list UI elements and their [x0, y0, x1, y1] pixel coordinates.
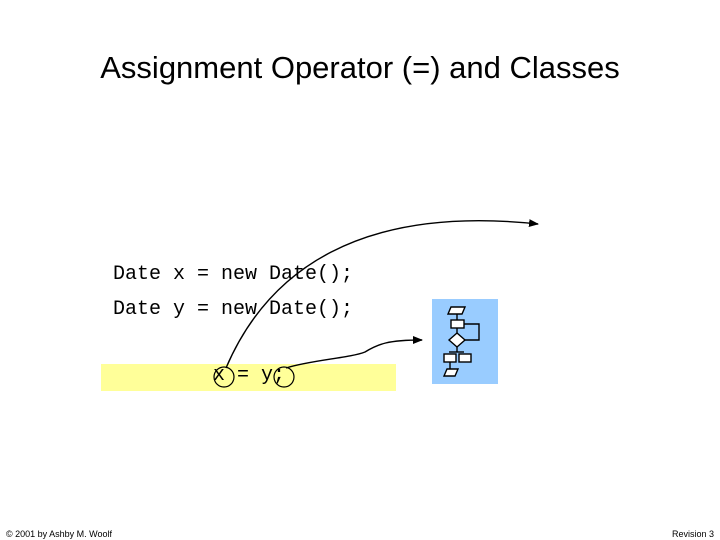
arrow-y-to-object: [285, 336, 423, 369]
circle-y-marker: [273, 366, 295, 388]
assignment-statement: x = y;: [213, 364, 286, 387]
assignment-highlight: [101, 364, 396, 391]
arrow-x-to-object: [225, 219, 539, 369]
copyright-footer: © 2001 by Ashby M. Woolf: [6, 529, 113, 539]
revision-footer: Revision 3: [671, 529, 714, 539]
code-line-date-y: Date y = new Date();: [113, 298, 354, 321]
slide-title: Assignment Operator (=) and Classes: [100, 50, 620, 85]
code-line-date-x: Date x = new Date();: [113, 263, 354, 286]
circle-x-marker: [213, 366, 235, 388]
flowchart-icon: [432, 299, 498, 384]
